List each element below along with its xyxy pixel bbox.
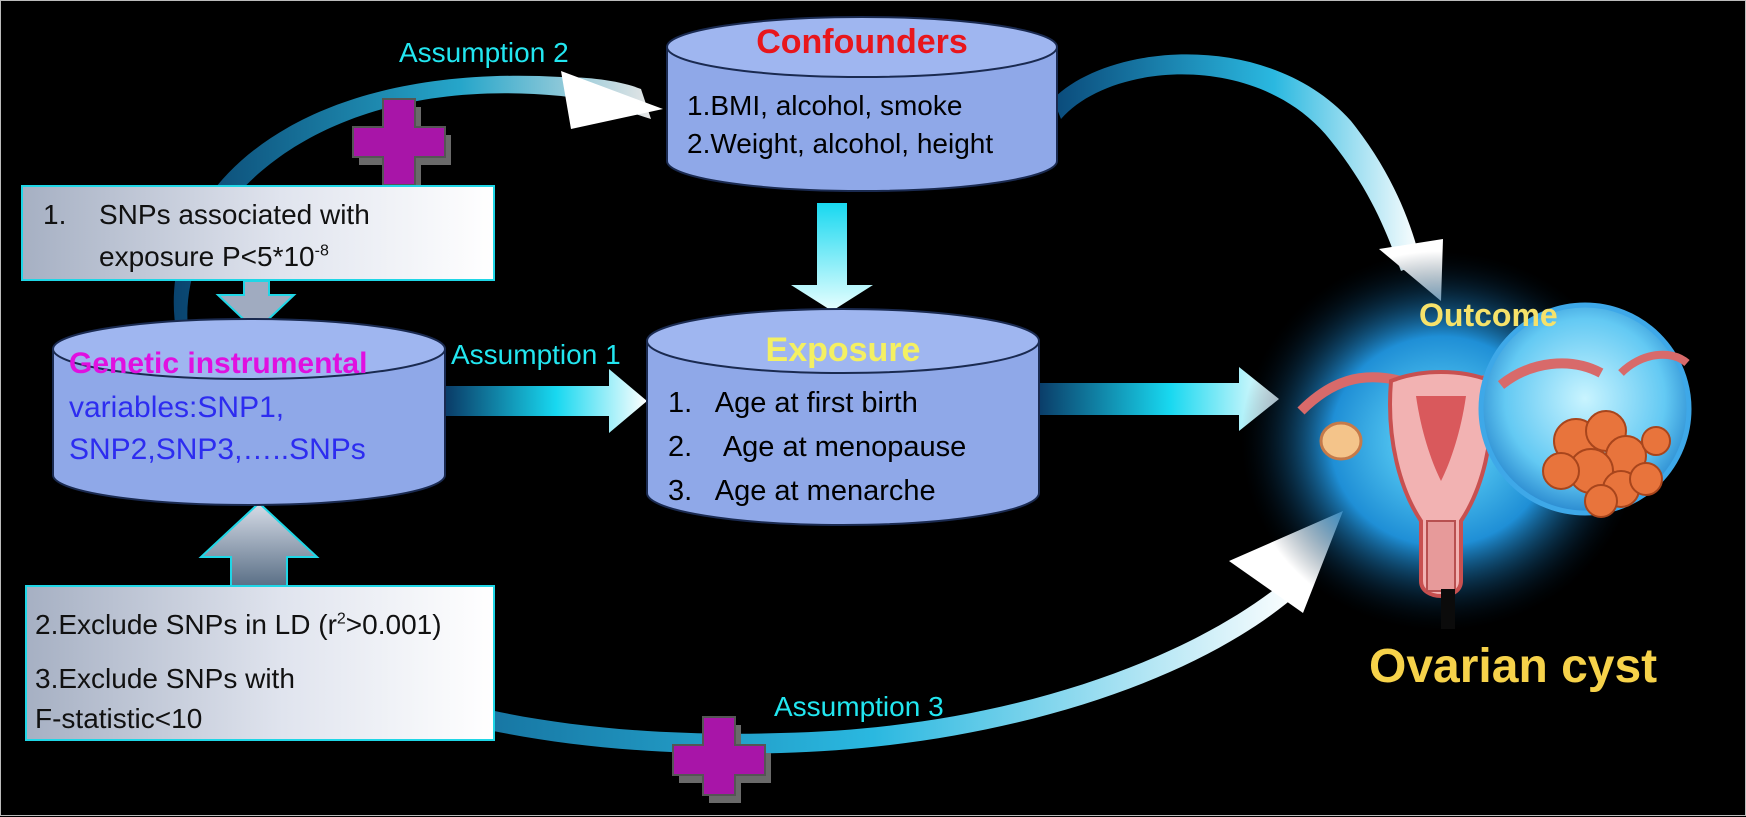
outcome-name: Ovarian cyst: [1369, 640, 1658, 693]
assumption3-arc: [231, 541, 1301, 754]
step2-line-1: 2.Exclude SNPs in LD (r2>0.001): [35, 609, 442, 640]
assumption3-cross-icon: [672, 716, 771, 803]
step2-line-2: 3.Exclude SNPs with: [35, 663, 295, 694]
assumption2-arrowhead: [561, 71, 663, 129]
step2-box: 2.Exclude SNPs in LD (r2>0.001) 3.Exclud…: [25, 585, 495, 741]
instrument-exposure-arrow: [445, 369, 647, 433]
assumption2-arc: [173, 75, 651, 336]
step1-line-2: exposure P<5*10-8: [99, 241, 329, 272]
step2-line-3: F-statistic<10: [35, 703, 203, 734]
exposure-item-3: 3. Age at menarche: [668, 475, 936, 507]
confounder-outcome-arc: [1053, 54, 1421, 271]
instrument-title: Genetic instrumental: [69, 347, 368, 380]
magnified-cyst-icon: [1478, 302, 1692, 518]
confounder-exposure-arrow: [791, 203, 873, 311]
exposure-item-2: 2. Age at menopause: [668, 431, 967, 463]
outcome-label: Outcome: [1419, 297, 1558, 333]
assumption-3-label: Assumption 3: [774, 691, 944, 722]
step1-line-1: SNPs associated with: [99, 199, 370, 230]
exposure-item-1: 1. Age at first birth: [668, 387, 918, 419]
instrument-line-2: SNP2,SNP3,…..SNPs: [69, 433, 366, 466]
confounders-cylinder: [666, 16, 1058, 192]
exposure-outcome-arrow: [1037, 367, 1279, 431]
step1-down-arrow: [215, 280, 297, 333]
instrument-line-1: variables:SNP1,: [69, 391, 285, 424]
confounders-title: Confounders: [756, 23, 968, 61]
instrument-cylinder: [52, 318, 446, 506]
step1-box: 1. SNPs associated with exposure P<5*10-…: [21, 185, 495, 281]
assumption-2-label: Assumption 2: [399, 37, 569, 68]
exposure-cylinder: [646, 308, 1040, 526]
assumption-1-label: Assumption 1: [451, 339, 621, 370]
step2-up-arrow: [198, 501, 320, 587]
confounders-line-1: 1.BMI, alcohol, smoke: [687, 90, 963, 121]
confounders-line-2: 2.Weight, alcohol, height: [687, 128, 994, 159]
step1-number: 1.: [43, 199, 67, 230]
ovarian-illustration: [1241, 251, 1692, 631]
exposure-title: Exposure: [765, 331, 921, 369]
